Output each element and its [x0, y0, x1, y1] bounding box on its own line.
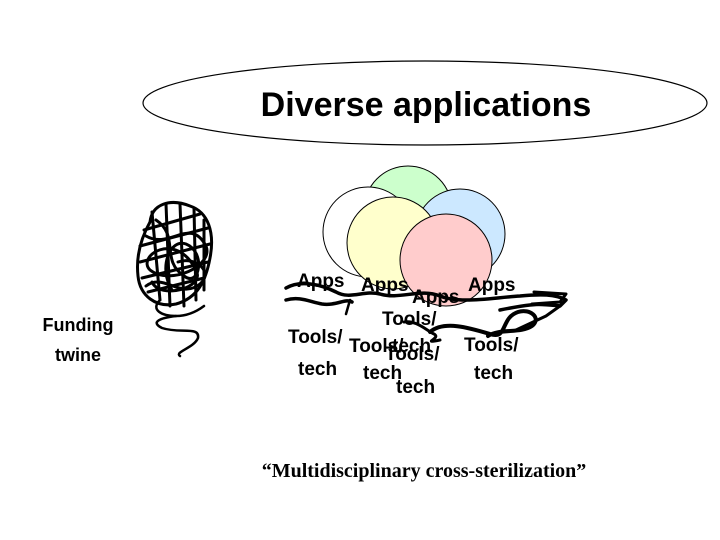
title-text: Diverse applications	[261, 86, 592, 124]
tools-label-1: Tools/	[288, 327, 343, 348]
tools-label-4: Tools/	[385, 344, 440, 365]
tech-label-1: tech	[298, 359, 337, 380]
tools-label-5: Tools/	[464, 335, 519, 356]
apps-label-1: Apps	[297, 271, 345, 292]
tools-label-3: Tools/	[382, 309, 437, 330]
apps-label-2: Apps	[361, 275, 409, 296]
tech-label-5: tech	[392, 336, 431, 357]
twine-ball-drawing	[136, 201, 214, 358]
apps-label-4: Apps	[468, 275, 516, 296]
tech-label-4: tech	[474, 363, 513, 384]
funding-label-line1: Funding	[43, 315, 114, 335]
caption-text: “Multidisciplinary cross-sterilization”	[262, 460, 587, 482]
tech-label-3: tech	[396, 377, 435, 398]
application-circles	[322, 165, 506, 307]
tech-label-2: tech	[363, 363, 402, 384]
funding-label-line2: twine	[55, 345, 101, 365]
twine-strands	[284, 281, 568, 343]
title-ellipse	[142, 60, 708, 146]
tools-label-2: Tools/	[349, 336, 404, 357]
circle-pink	[399, 213, 493, 307]
apps-label-3: Apps	[412, 287, 460, 308]
